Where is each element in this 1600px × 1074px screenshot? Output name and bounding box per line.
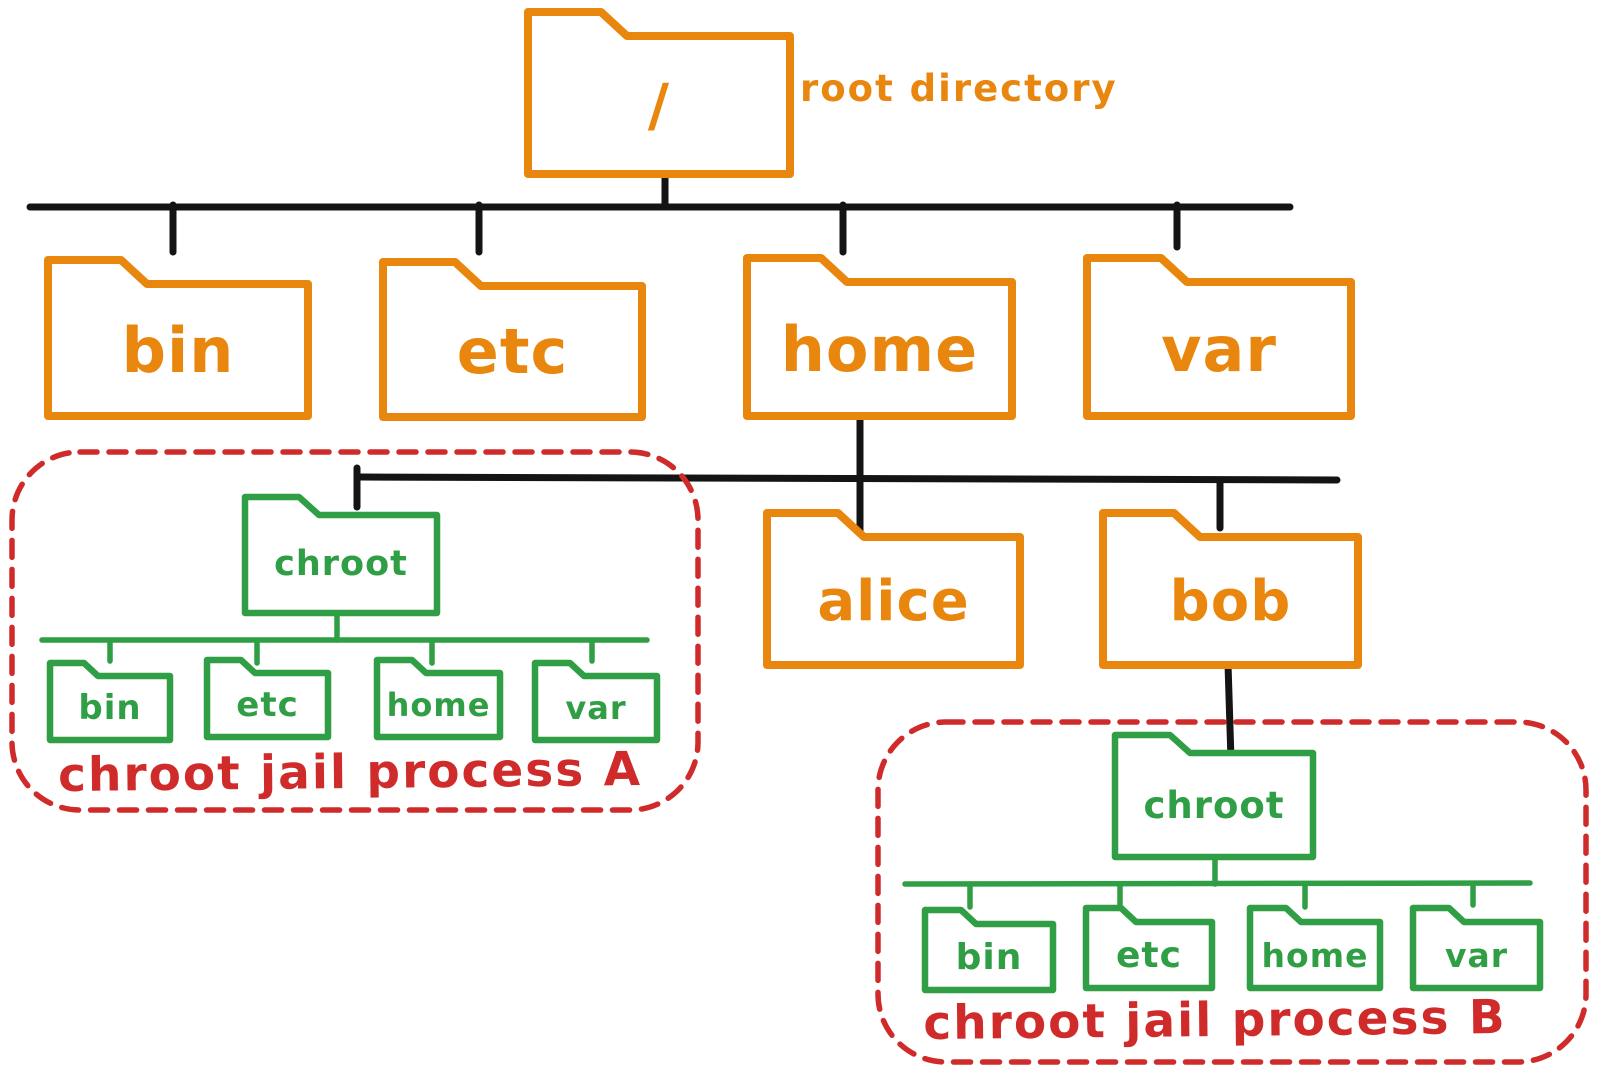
folder-label-etc-a: etc: [236, 685, 299, 725]
folder-icon-home: [743, 254, 1016, 420]
connector-jail-b-bus: [902, 880, 1533, 887]
folder-label-root: /: [647, 71, 671, 139]
root-directory-note: root directory: [800, 66, 1118, 110]
folder-icon-etc-b: [1082, 904, 1216, 992]
connector-bob-to-chroot-b: [1224, 660, 1235, 764]
folder-icon-alice: [763, 509, 1024, 669]
folder-label-home: home: [780, 312, 979, 386]
folder-icon-chroot-b: [1111, 731, 1317, 861]
folder-icon-root: [524, 8, 794, 178]
jail-b-box: [875, 719, 1589, 1065]
folder-label-var: var: [1161, 312, 1277, 386]
folder-label-home-b: home: [1261, 935, 1369, 975]
folder-label-alice: alice: [817, 568, 970, 634]
folder-label-bin-b: bin: [955, 936, 1023, 978]
jail-a-box: [9, 449, 701, 813]
folder-icon-etc: [379, 258, 646, 421]
tree-connectors-black: [26, 168, 1341, 764]
folder-label-etc-b: etc: [1116, 934, 1182, 976]
folder-label-chroot-a: chroot: [274, 544, 408, 584]
folder-label-bin: bin: [121, 313, 235, 387]
folder-label-chroot-b: chroot: [1143, 783, 1285, 827]
folder-label-var-a: var: [565, 689, 627, 727]
folder-icon-var: [1083, 254, 1355, 420]
jail-boxes: [9, 449, 1589, 1065]
folder-icon-bob: [1099, 509, 1362, 669]
folder-label-bin-a: bin: [78, 688, 142, 728]
folder-label-bob: bob: [1169, 568, 1292, 634]
orange-folders: [44, 8, 1362, 669]
folder-icon-var-a: [531, 659, 661, 744]
folder-label-etc: etc: [456, 315, 569, 388]
folder-icon-bin-b: [921, 906, 1057, 994]
connector-home-bus: [356, 473, 1341, 484]
folder-icon-etc-a: [203, 656, 332, 741]
tree-connectors-green: [39, 611, 1533, 910]
folder-icon-home-a: [373, 656, 504, 741]
jail-a-caption: chroot jail process A: [57, 741, 643, 803]
folder-label-home-a: home: [386, 686, 491, 724]
folder-icon-home-b: [1246, 904, 1384, 992]
jail-b-caption: chroot jail process B: [923, 989, 1507, 1051]
folder-icon-bin: [44, 256, 312, 420]
folder-icon-bin-a: [46, 659, 174, 744]
folder-icon-var-b: [1409, 904, 1544, 992]
folder-icon-chroot-a: [241, 493, 441, 617]
green-folders: [46, 493, 1544, 994]
folder-label-var-b: var: [1444, 935, 1509, 975]
